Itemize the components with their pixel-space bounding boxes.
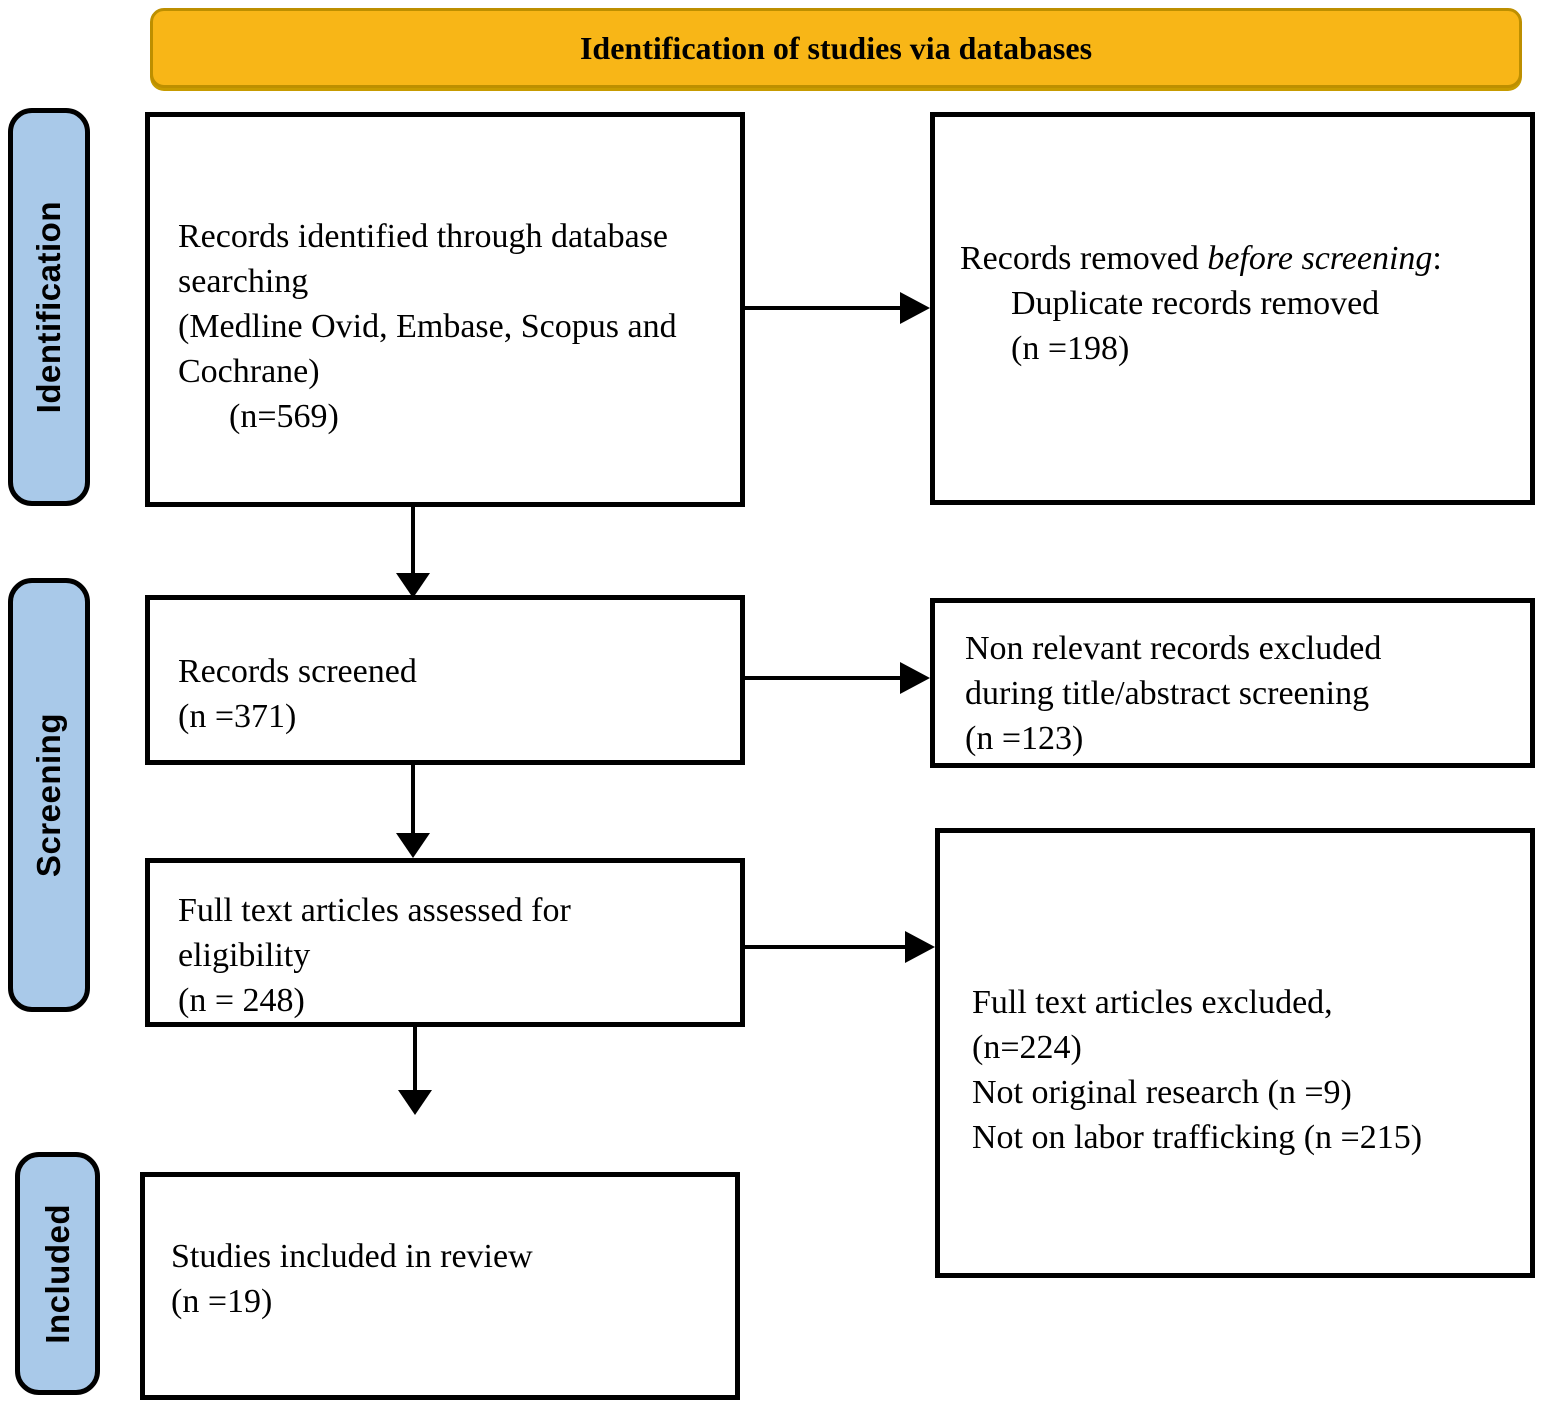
arrow-assessed-to-included-line bbox=[413, 1027, 417, 1092]
box-records-removed: Records removed before screening: Duplic… bbox=[930, 112, 1535, 505]
arrow-screened-to-assessed-head bbox=[396, 833, 430, 858]
box-non-relevant-excluded-text: Non relevant records excluded during tit… bbox=[965, 630, 1382, 757]
arrow-assessed-to-fulltext-excluded-line bbox=[745, 945, 906, 949]
stage-label-screening: Screening bbox=[8, 578, 90, 1012]
box-studies-included: Studies included in review (n =19) bbox=[140, 1172, 740, 1400]
box-full-text-excluded: Full text articles excluded, (n=224) Not… bbox=[935, 828, 1535, 1278]
box-full-text-assessed-text: Full text articles assessed for eligibil… bbox=[178, 892, 571, 1019]
arrow-screened-to-excluded-line bbox=[745, 676, 901, 680]
records-removed-suffix: : bbox=[1432, 240, 1442, 277]
box-records-identified-text: Records identified through database sear… bbox=[178, 218, 677, 435]
records-removed-prefix: Records removed bbox=[960, 240, 1208, 277]
arrow-identified-to-removed-head bbox=[900, 292, 930, 324]
stage-label-identification: Identification bbox=[8, 108, 90, 506]
box-records-identified: Records identified through database sear… bbox=[145, 112, 745, 507]
arrow-assessed-to-fulltext-excluded-head bbox=[905, 931, 935, 963]
box-records-removed-text: Records removed before screening: Duplic… bbox=[960, 237, 1515, 372]
box-full-text-assessed: Full text articles assessed for eligibil… bbox=[145, 858, 745, 1027]
box-studies-included-text: Studies included in review (n =19) bbox=[171, 1238, 533, 1320]
title-banner: Identification of studies via databases bbox=[150, 8, 1522, 88]
arrow-identified-to-removed-line bbox=[745, 306, 901, 310]
arrow-screened-to-assessed-line bbox=[411, 765, 415, 835]
arrow-assessed-to-included-head bbox=[398, 1090, 432, 1115]
title-banner-label: Identification of studies via databases bbox=[579, 29, 1093, 66]
arrow-identified-to-screened-head bbox=[396, 573, 430, 598]
arrow-screened-to-excluded-head bbox=[900, 662, 930, 694]
arrow-identified-to-screened-line bbox=[411, 507, 415, 577]
stage-label-included: Included bbox=[15, 1152, 100, 1395]
box-non-relevant-excluded: Non relevant records excluded during tit… bbox=[930, 598, 1535, 768]
box-records-screened: Records screened (n =371) bbox=[145, 595, 745, 765]
box-records-screened-text: Records screened (n =371) bbox=[178, 653, 417, 735]
box-full-text-excluded-text: Full text articles excluded, (n=224) Not… bbox=[972, 984, 1423, 1156]
stage-label-identification-text: Identification bbox=[30, 200, 67, 414]
stage-label-included-text: Included bbox=[38, 1203, 76, 1344]
records-removed-detail: Duplicate records removed (n =198) bbox=[1011, 284, 1380, 367]
records-removed-italic: before screening bbox=[1207, 240, 1433, 277]
stage-label-screening-text: Screening bbox=[30, 712, 67, 878]
